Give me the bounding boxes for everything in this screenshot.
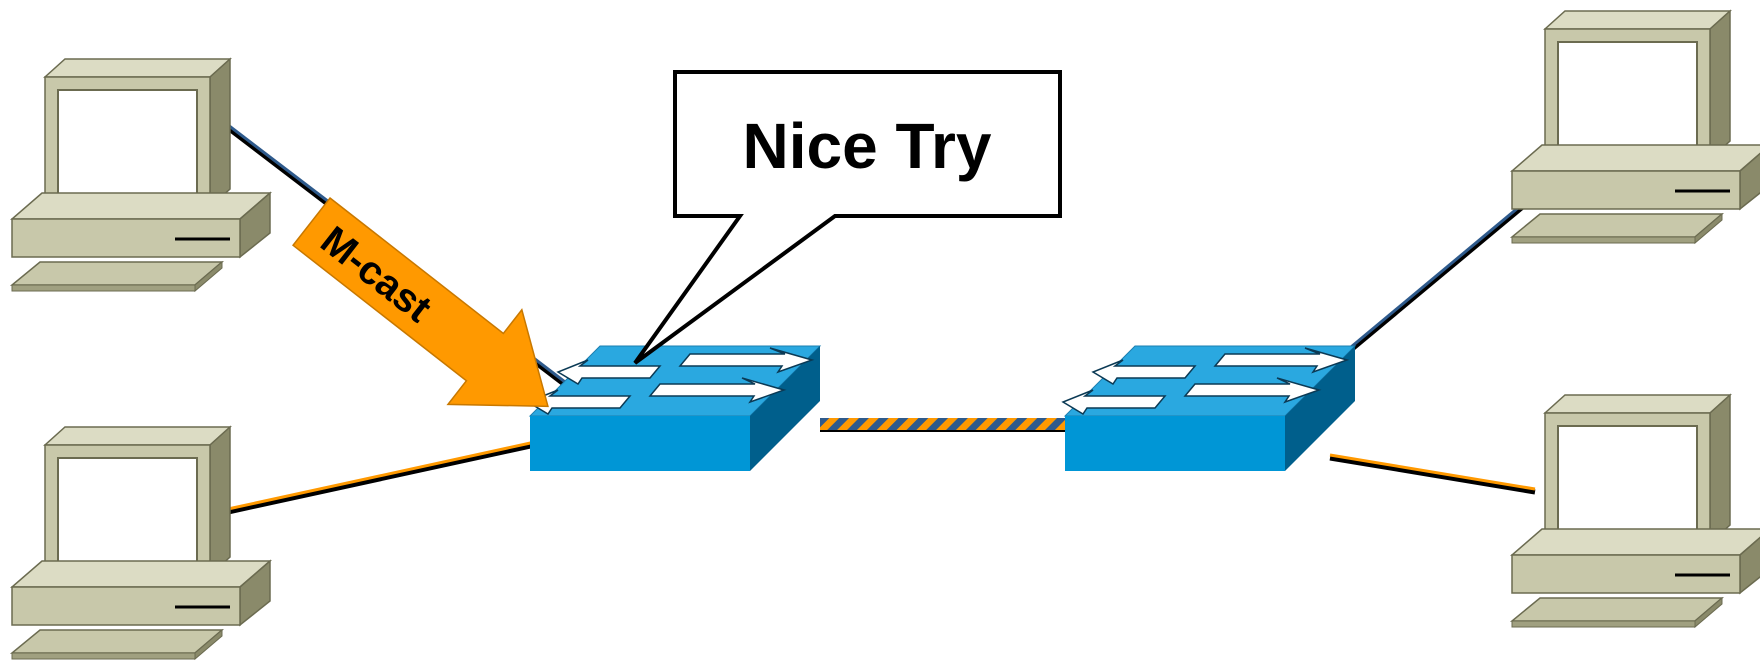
link-pc-bottom-right: [1329, 455, 1536, 495]
callout-text: Nice Try: [742, 110, 991, 182]
pc-top-right: [1510, 9, 1760, 245]
pc-bottom-right: [1510, 393, 1760, 629]
switch-left: [527, 345, 821, 472]
callout: Nice Try: [633, 70, 1062, 365]
link-pc-bottom-left: [227, 442, 536, 515]
pc-top-left: [10, 57, 272, 293]
switch-right: [1062, 345, 1356, 472]
pc-bottom-left: [10, 425, 272, 661]
link-pc-top-right: [1343, 203, 1527, 357]
trunk-link: [820, 418, 1080, 430]
